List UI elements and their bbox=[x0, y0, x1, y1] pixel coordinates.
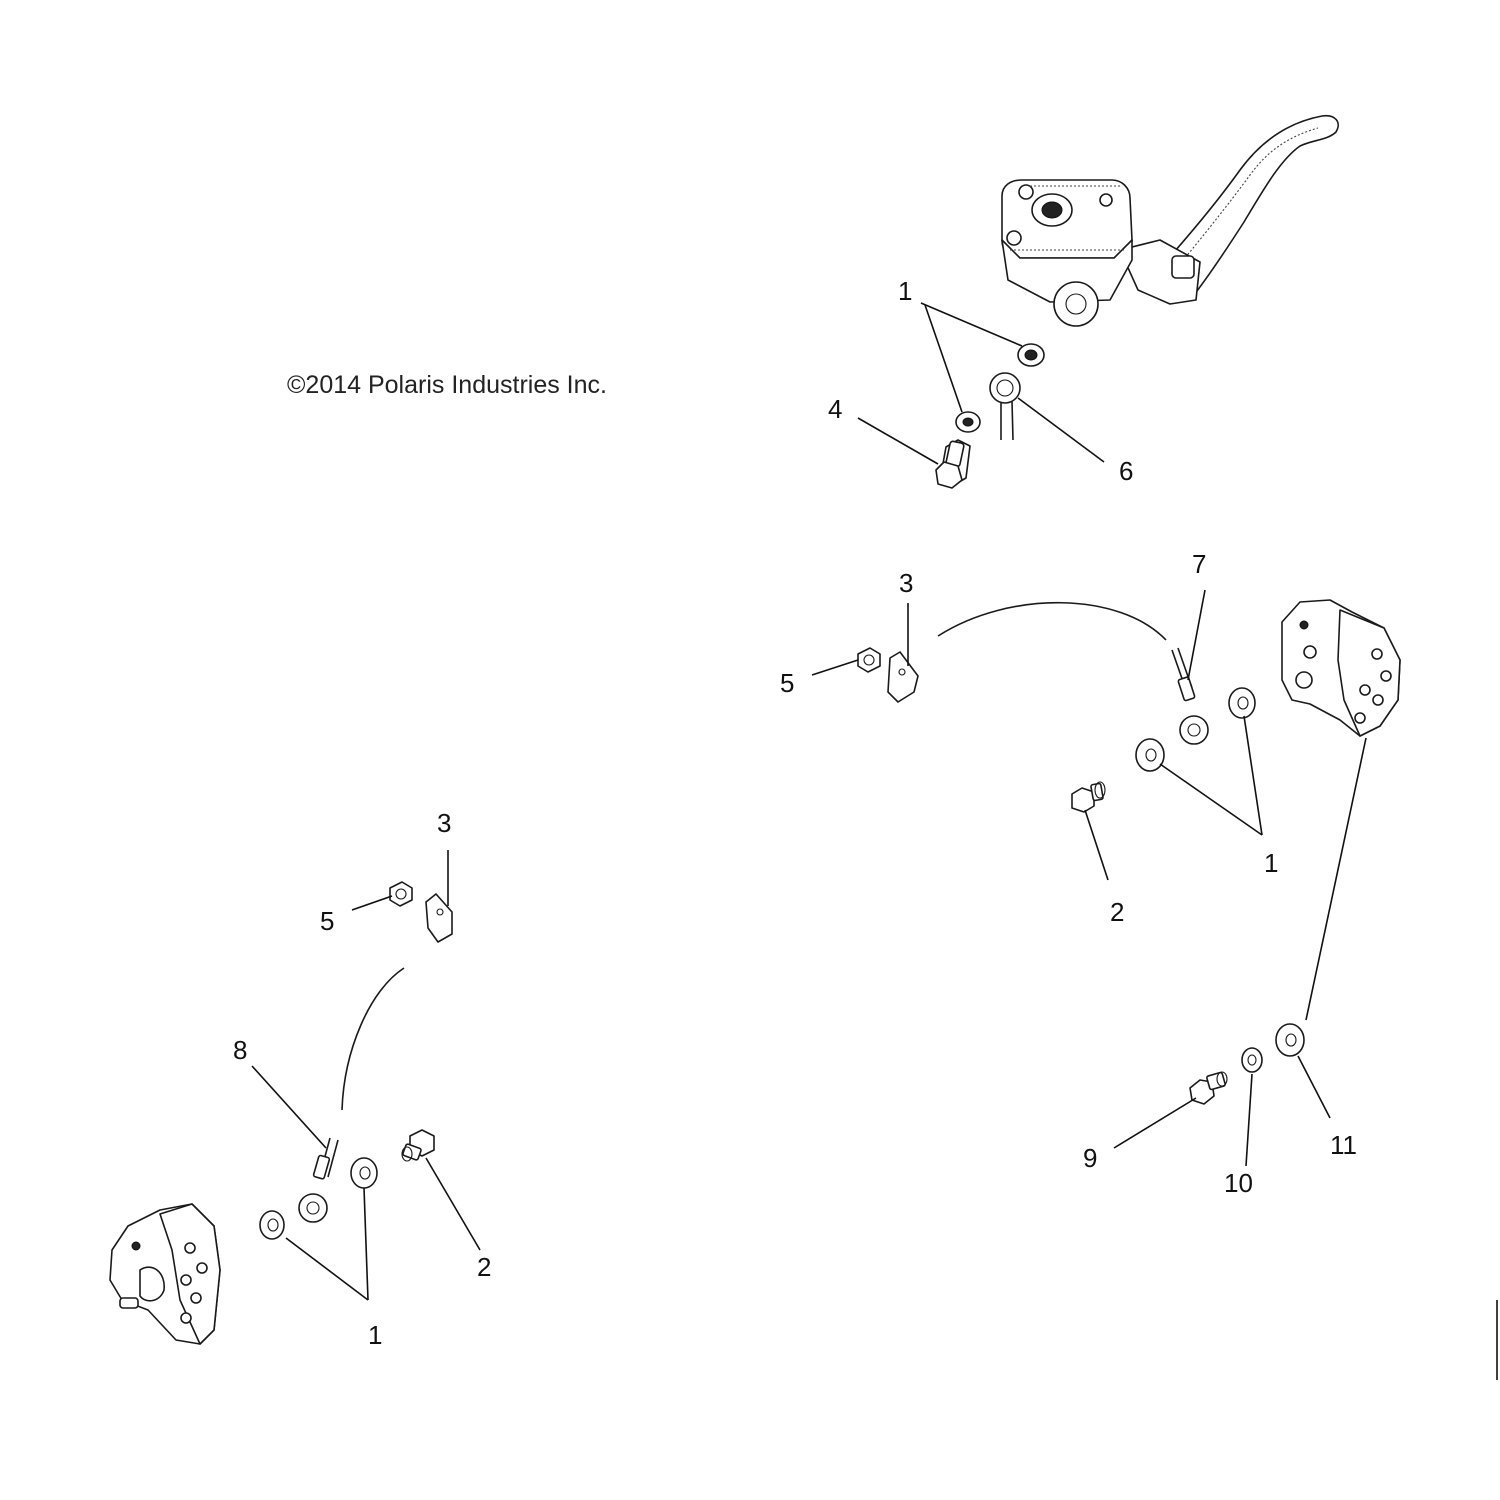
callout-right-11: 11 bbox=[1330, 1130, 1357, 1160]
callout-mid-7: 7 bbox=[1192, 549, 1206, 579]
copyright-text: ©2014 Polaris Industries Inc. bbox=[287, 371, 607, 399]
top-fittings bbox=[935, 343, 1045, 489]
callout-top-6: 6 bbox=[1119, 456, 1133, 486]
callout-low-2: 2 bbox=[477, 1252, 491, 1282]
callout-mid-3: 3 bbox=[899, 568, 913, 598]
right-mount-hardware bbox=[1189, 1023, 1305, 1105]
callout-top-4: 4 bbox=[828, 394, 842, 424]
callout-low-3: 3 bbox=[437, 808, 451, 838]
callout-low-1: 1 bbox=[368, 1320, 382, 1350]
left-caliper bbox=[109, 1203, 221, 1345]
callout-mid-5: 5 bbox=[780, 668, 794, 698]
callout-right-9: 9 bbox=[1083, 1143, 1097, 1173]
master-cylinder-lever bbox=[1001, 114, 1339, 327]
right-caliper bbox=[1281, 599, 1401, 737]
callout-right-10: 10 bbox=[1224, 1168, 1253, 1198]
callout-mid-1: 1 bbox=[1264, 848, 1278, 878]
callout-top-1: 1 bbox=[898, 276, 912, 306]
callout-low-8: 8 bbox=[233, 1035, 247, 1065]
callout-low-5: 5 bbox=[320, 906, 334, 936]
callout-mid-2: 2 bbox=[1110, 897, 1124, 927]
